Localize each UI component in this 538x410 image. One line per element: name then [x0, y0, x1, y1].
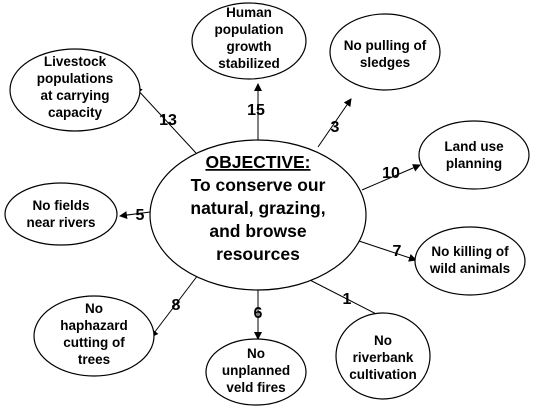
node-label-no-pulling-sledges-2: sledges [360, 55, 410, 70]
node-label-livestock-2: populations [37, 71, 114, 86]
objective-line-1: To conserve our [191, 175, 326, 195]
node-label-human-population-4: stabilized [218, 56, 280, 71]
node-no-killing-wild-animals [414, 226, 526, 296]
node-no-haphazard-cutting [33, 295, 155, 377]
node-label-riverbank-3: cultivation [349, 367, 417, 382]
number-livestock-populations: 13 [159, 112, 177, 129]
node-label-land-use-planning-1: Land use [444, 139, 504, 154]
connector-numbers: 15 3 10 7 1 6 8 5 13 [136, 102, 402, 322]
number-land-use-planning: 10 [382, 165, 400, 182]
node-label-haphazard-3: cutting of [63, 335, 125, 350]
objective-title: OBJECTIVE: [205, 152, 310, 172]
node-label-riverbank-2: riverbank [353, 350, 414, 365]
arrow-land-use-planning [361, 164, 421, 191]
number-human-population: 15 [247, 102, 265, 119]
node-label-haphazard-4: trees [78, 352, 110, 367]
node-label-livestock-3: at carrying [40, 88, 109, 103]
node-no-riverbank-cultivation [335, 312, 431, 400]
number-no-killing-wild-animals: 7 [393, 243, 402, 260]
node-label-haphazard-2: haphazard [60, 318, 128, 333]
objective-text: OBJECTIVE: To conserve our natural, graz… [190, 152, 325, 264]
arrow-no-haphazard-cutting [150, 274, 199, 338]
node-label-veld-fires-2: unplanned [222, 363, 290, 378]
node-label-human-population-1: Human [226, 5, 272, 20]
node-no-fields-near-rivers [4, 182, 118, 246]
node-label-no-killing-2: wild animals [429, 261, 510, 276]
node-label-veld-fires-3: veld fires [226, 380, 285, 395]
node-label-no-pulling-sledges-1: No pulling of [344, 38, 427, 53]
number-no-riverbank-cultivation: 1 [343, 291, 352, 308]
arrow-no-killing-wild-animals [355, 239, 417, 262]
node-labels: Human population growth stabilized No pu… [26, 5, 510, 395]
node-label-fields-2: near rivers [26, 215, 95, 230]
objective-ellipse [149, 139, 367, 291]
objective-line-2: natural, grazing, [190, 198, 325, 218]
node-label-livestock-4: capacity [48, 105, 103, 120]
connector-lines [119, 83, 421, 340]
arrow-livestock-populations [134, 86, 197, 154]
objective-line-3: and browse [209, 221, 307, 241]
number-no-fields-near-rivers: 5 [136, 207, 145, 224]
node-label-riverbank-1: No [374, 333, 392, 348]
arrow-no-fields-near-rivers [119, 211, 151, 220]
node-no-pulling-sledges [329, 13, 441, 91]
node-label-fields-1: No fields [32, 198, 89, 213]
node-label-veld-fires-1: No [247, 346, 265, 361]
outcome-ellipses [4, 2, 530, 406]
number-no-unplanned-veld-fires: 6 [254, 305, 263, 322]
objective-line-4: resources [216, 244, 300, 264]
node-label-human-population-3: growth [227, 39, 272, 54]
arrow-no-pulling-sledges [317, 98, 352, 148]
node-label-haphazard-1: No [85, 301, 103, 316]
number-no-pulling-sledges: 3 [331, 119, 340, 136]
node-land-use-planning [418, 120, 530, 190]
node-label-land-use-planning-2: planning [446, 156, 502, 171]
number-no-haphazard-cutting: 8 [172, 297, 181, 314]
node-human-population [191, 2, 307, 80]
node-livestock-populations [9, 48, 141, 132]
node-no-unplanned-veld-fires [205, 338, 307, 406]
node-label-no-killing-1: No killing of [431, 244, 509, 259]
node-label-human-population-2: population [215, 22, 284, 37]
node-label-livestock-1: Livestock [44, 54, 107, 69]
